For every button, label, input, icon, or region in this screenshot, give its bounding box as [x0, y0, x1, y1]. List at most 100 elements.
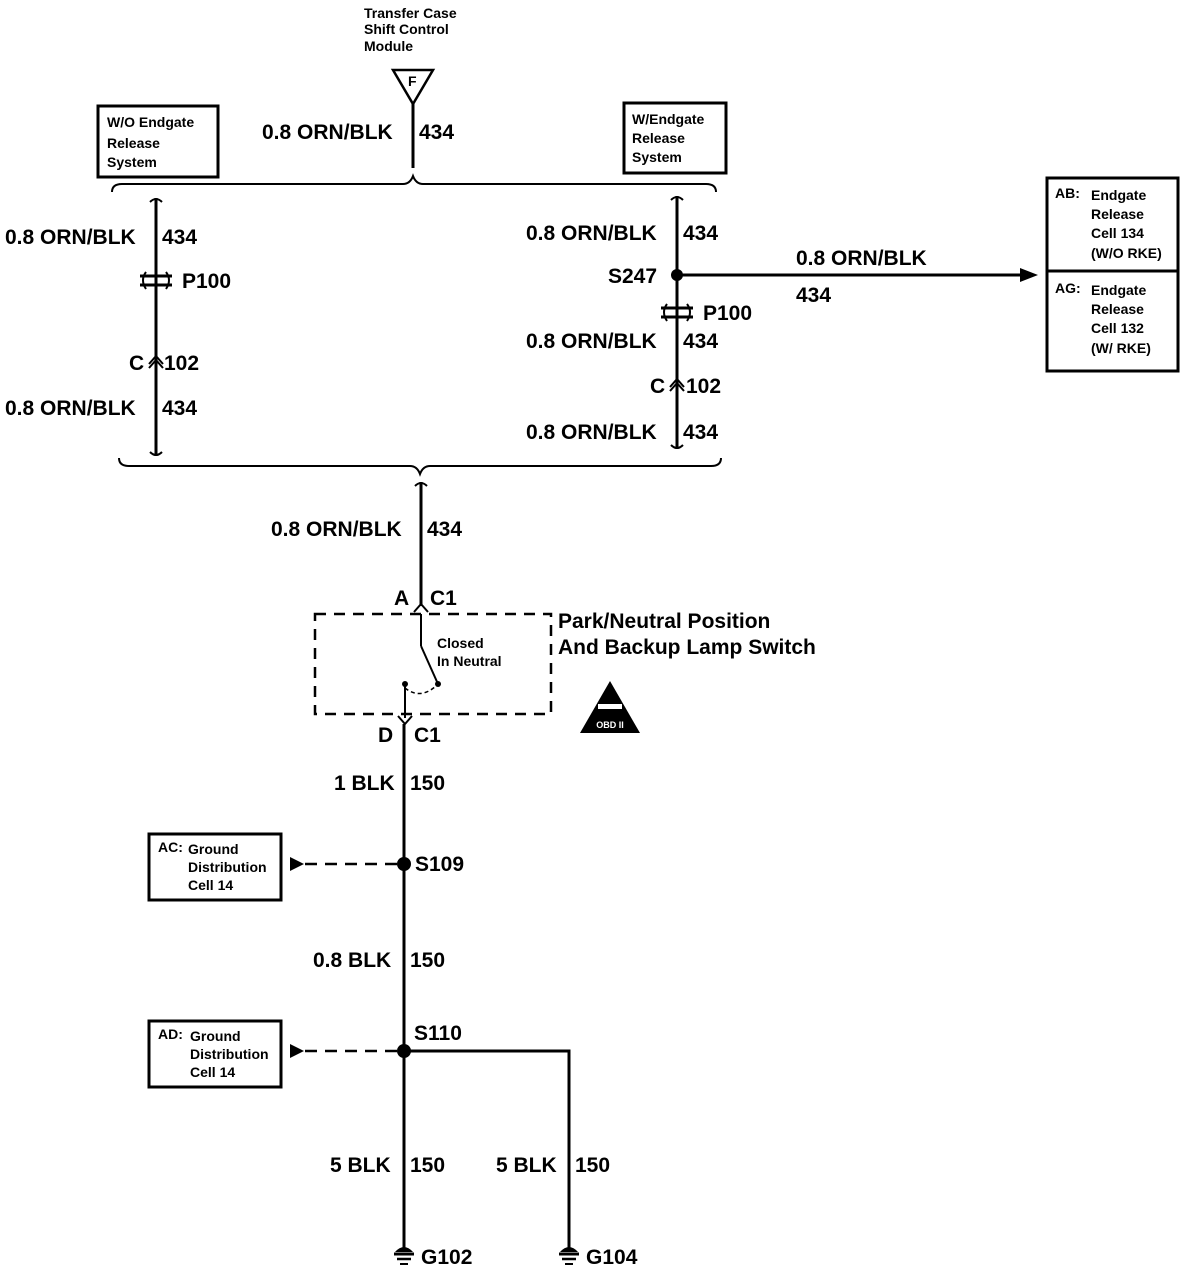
box-ag-line-1: Endgate: [1091, 282, 1146, 298]
box-ab-line-3: Cell 134: [1091, 225, 1144, 241]
box-ag-line-3: Cell 132: [1091, 320, 1144, 336]
box-ag-line-4: (W/ RKE): [1091, 340, 1151, 356]
switch-note-line-2: In Neutral: [437, 653, 502, 669]
trunk-wire-circuit: 434: [427, 518, 462, 541]
endgate-wire-label: 0.8 ORN/BLK: [796, 247, 927, 270]
module-connector-triangle-icon: [390, 68, 436, 107]
ground-wire3-label: 5 BLK: [330, 1154, 391, 1177]
left-wire-top-label: 0.8 ORN/BLK: [5, 226, 136, 249]
ground-g104-icon: [559, 1247, 579, 1265]
s110-ref-arrow-icon: [290, 1044, 304, 1058]
switch-note-line-1: Closed: [437, 635, 484, 651]
w-endgate-line-2: Release: [632, 130, 685, 146]
box-ag-line-2: Release: [1091, 301, 1144, 317]
module-title-line-2: Shift Control: [364, 21, 449, 37]
left-wire-top-circuit: 434: [162, 226, 197, 249]
switch-contact: [402, 681, 408, 687]
ground-wire1-label: 1 BLK: [334, 772, 395, 795]
endgate-wire-circuit: 434: [796, 284, 831, 307]
switch-pin-top: A: [394, 587, 409, 610]
right-wire-top-label: 0.8 ORN/BLK: [526, 222, 657, 245]
obd-label: OBD II: [596, 720, 624, 730]
endgate-reference-box: [1045, 176, 1180, 373]
right-c102-number: 102: [686, 375, 721, 398]
left-branch-bottom-break: [149, 451, 163, 456]
switch-title-line-1: Park/Neutral Position: [558, 610, 770, 633]
box-ac-line-1: Ground: [188, 841, 239, 857]
box-ac-code: AC:: [158, 839, 183, 855]
module-title-line-3: Module: [364, 38, 413, 54]
left-p100-label: P100: [182, 270, 231, 293]
top-option-brace: [111, 173, 717, 193]
wo-endgate-line-2: Release: [107, 135, 160, 151]
left-branch-top-break: [149, 198, 163, 203]
module-title-line-1: Transfer Case: [364, 5, 457, 21]
w-endgate-box: [622, 101, 728, 175]
left-c102-number: 102: [164, 352, 199, 375]
wo-endgate-box: [96, 104, 220, 179]
switch-travel-arc: [404, 685, 437, 695]
box-ad-line-2: Distribution: [190, 1046, 269, 1062]
ground-wire3-circuit: 150: [410, 1154, 445, 1177]
box-ac-line-3: Cell 14: [188, 877, 233, 893]
ground-ref-box-ad: [147, 1019, 283, 1089]
right-wire-mid-circuit: 434: [683, 330, 718, 353]
right-wire-top-circuit: 434: [683, 222, 718, 245]
box-ab-line-2: Release: [1091, 206, 1144, 222]
ground-g102-label: G102: [421, 1246, 472, 1269]
right-branch-top-break: [670, 196, 684, 201]
module-wire-circuit: 434: [419, 121, 454, 144]
right-c102-chevron-2: [669, 377, 685, 388]
box-ag-code: AG:: [1055, 280, 1081, 296]
endgate-arrow-icon: [1020, 268, 1038, 282]
right-c102-chevron-1: [669, 381, 685, 392]
right-wire-bottom-label: 0.8 ORN/BLK: [526, 421, 657, 444]
ground-g102-icon: [394, 1247, 414, 1265]
trunk-wire-label: 0.8 ORN/BLK: [271, 518, 402, 541]
switch-blade: [420, 645, 439, 685]
left-wire-bottom-circuit: 434: [162, 397, 197, 420]
box-ad-code: AD:: [158, 1026, 183, 1042]
wire-ground-g104: [404, 1049, 571, 1248]
ground-wire2-label: 0.8 BLK: [313, 949, 391, 972]
box-ad-line-3: Cell 14: [190, 1064, 235, 1080]
splice-s109-dot: [397, 857, 411, 871]
right-branch-bottom-break: [670, 444, 684, 449]
module-wire-label: 0.8 ORN/BLK: [262, 121, 393, 144]
obd-triangle-bar: [598, 704, 622, 709]
left-p100-connector-icon: [140, 271, 172, 290]
wo-endgate-line-3: System: [107, 154, 157, 170]
s109-ref-arrow-icon: [290, 857, 304, 871]
switch-title-line-2: And Backup Lamp Switch: [558, 636, 816, 659]
splice-s247-label: S247: [608, 265, 657, 288]
left-wire-bottom-label: 0.8 ORN/BLK: [5, 397, 136, 420]
switch-pivot: [435, 681, 441, 687]
w-endgate-line-1: W/Endgate: [632, 111, 705, 127]
w-endgate-line-3: System: [632, 149, 682, 165]
ground-ref-box-ac: [147, 832, 283, 902]
box-ab-line-1: Endgate: [1091, 187, 1146, 203]
right-p100-connector-icon: [661, 303, 693, 322]
right-c102-prefix: C: [650, 375, 665, 398]
switch-dashed-outline: [313, 612, 553, 716]
box-ac-line-2: Distribution: [188, 859, 267, 875]
wo-endgate-line-1: W/O Endgate: [107, 114, 194, 130]
box-ab-code: AB:: [1055, 185, 1080, 201]
box-ad-line-1: Ground: [190, 1028, 241, 1044]
ground-wire4-label: 5 BLK: [496, 1154, 557, 1177]
module-connector-letter: F: [408, 73, 417, 89]
left-c102-chevron-2: [148, 354, 164, 365]
splice-s110-label: S110: [414, 1022, 462, 1045]
right-p100-label: P100: [703, 302, 752, 325]
switch-conn-bottom: C1: [414, 724, 441, 747]
ground-wire4-circuit: 150: [575, 1154, 610, 1177]
switch-pin-bottom: D: [378, 724, 393, 747]
trunk-top-break: [414, 482, 428, 487]
right-wire-mid-label: 0.8 ORN/BLK: [526, 330, 657, 353]
switch-c1-top-chevron: [413, 602, 429, 613]
splice-s109-label: S109: [415, 853, 464, 876]
bottom-option-brace: [118, 457, 722, 477]
ground-wire2-circuit: 150: [410, 949, 445, 972]
left-c102-prefix: C: [129, 352, 144, 375]
